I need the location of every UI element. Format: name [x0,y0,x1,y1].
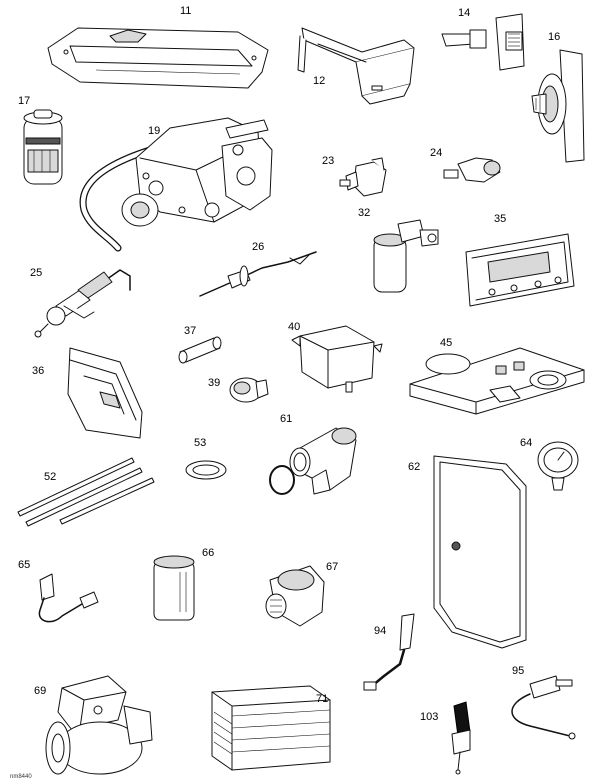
part-label-66: 66 [202,547,214,559]
part-17-filter [23,109,63,185]
part-61-elbow-fitting [269,427,357,495]
part-66-cartridge [153,555,195,621]
part-label-12: 12 [313,75,325,87]
part-69-pump [45,675,153,775]
part-65-sensor-lead [38,573,99,623]
part-71-plate-heat-exchanger [211,685,331,771]
part-label-94: 94 [374,625,386,637]
part-95-sensor-cable [511,675,576,740]
part-label-16: 16 [548,31,560,43]
part-label-52: 52 [44,471,56,483]
part-label-61: 61 [280,413,292,425]
part-103-thermistor [451,701,471,775]
part-11-cover-plate [47,27,269,89]
part-94-ignition-lead [363,613,415,691]
part-62-panel [433,455,527,649]
part-52-strips [17,457,155,527]
part-label-24: 24 [430,147,442,159]
part-12-bracket [297,27,415,105]
part-label-67: 67 [326,561,338,573]
part-label-11: 11 [180,5,191,17]
part-label-39: 39 [208,377,220,389]
part-32-pressure-sensor [373,219,439,293]
part-label-69: 69 [34,685,46,697]
part-label-37: 37 [184,325,196,337]
part-label-62: 62 [408,461,420,473]
part-label-36: 36 [32,365,44,377]
part-26-ignition-electrode [199,251,317,297]
part-label-26: 26 [252,241,264,253]
part-label-40: 40 [288,321,300,333]
part-label-25: 25 [30,267,42,279]
part-label-65: 65 [18,559,30,571]
part-53-washer [185,460,227,480]
part-label-17: 17 [18,95,30,107]
part-label-32: 32 [358,207,370,219]
part-35-control-display [465,233,575,307]
part-label-23: 23 [322,155,334,167]
part-37-fuse [178,336,222,364]
reference-code: nm8440 [10,774,32,780]
part-label-95: 95 [512,665,524,677]
part-label-14: 14 [458,7,470,19]
part-39-thermostat [229,377,269,403]
part-45-seal-kit [409,347,585,415]
part-36-housing [67,347,143,439]
part-label-19: 19 [148,125,160,137]
part-64-gauge [537,441,579,491]
part-23-sensor [339,157,387,197]
part-label-71: 71 [316,693,328,705]
part-40-ignition-unit [291,325,383,393]
part-label-53: 53 [194,437,206,449]
part-label-64: 64 [520,437,532,449]
part-label-45: 45 [440,337,452,349]
part-67-valve-head [265,565,325,627]
part-16-fan [531,49,585,163]
part-25-electrode [34,269,131,338]
part-19-gas-valve [79,117,273,252]
part-label-103: 103 [420,711,438,723]
part-label-35: 35 [494,213,506,225]
part-14-fitting [441,13,525,71]
part-24-sensor [443,157,501,183]
